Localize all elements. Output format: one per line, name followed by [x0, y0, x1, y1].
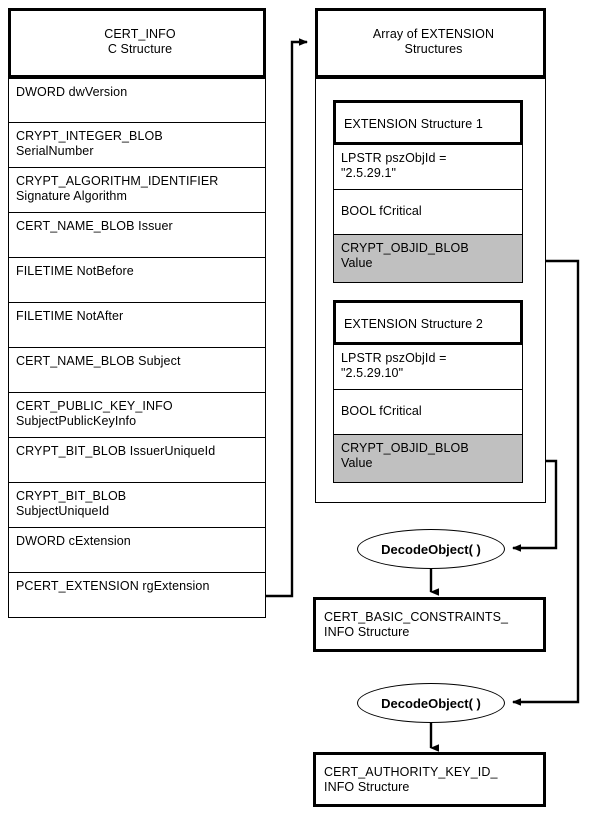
- field-line1: CRYPT_BIT_BLOB: [16, 489, 127, 503]
- field-line1: FILETIME NotAfter: [16, 309, 124, 323]
- value-line1: CRYPT_OBJID_BLOB: [341, 441, 469, 455]
- field-line1: CERT_PUBLIC_KEY_INFO: [16, 399, 173, 413]
- field-text: FILETIME NotBefore: [9, 258, 267, 279]
- array-title-line1: Array of EXTENSION: [372, 27, 495, 41]
- cert-info-field-row[interactable]: CRYPT_INTEGER_BLOB SerialNumber: [8, 123, 266, 168]
- field-line2: Signature Algorithm: [16, 189, 127, 203]
- decode-object-label: DecodeObject( ): [381, 695, 481, 711]
- extension-2-fcritical-row[interactable]: BOOL fCritical: [333, 390, 523, 435]
- field-line2: SubjectUniqueId: [16, 504, 110, 518]
- array-title-line2: Structures: [404, 42, 463, 56]
- cert-info-field-row[interactable]: FILETIME NotAfter: [8, 303, 266, 348]
- field-line2: SerialNumber: [16, 144, 94, 158]
- field-text: CERT_PUBLIC_KEY_INFO SubjectPublicKeyInf…: [9, 393, 267, 429]
- extension-2-pszobjid-text: LPSTR pszObjId = "2.5.29.10": [334, 345, 524, 381]
- cert-info-field-row[interactable]: DWORD dwVersion: [8, 78, 266, 123]
- extension-1-pszobjid-row[interactable]: LPSTR pszObjId = "2.5.29.1": [333, 145, 523, 190]
- field-line1: CRYPT_ALGORITHM_IDENTIFIER: [16, 174, 219, 188]
- field-line1: FILETIME NotBefore: [16, 264, 134, 278]
- field-text: CRYPT_BIT_BLOB IssuerUniqueId: [9, 438, 267, 459]
- field-text: CERT_NAME_BLOB Issuer: [9, 213, 267, 234]
- cert-info-field-row[interactable]: DWORD cExtension: [8, 528, 266, 573]
- decode-object-oval-2[interactable]: DecodeObject( ): [357, 683, 505, 723]
- extension-structure-2-title: EXTENSION Structure 2: [333, 300, 523, 345]
- pszobjid-line2: "2.5.29.10": [341, 366, 404, 380]
- cert-info-header: CERT_INFO C Structure: [8, 8, 266, 78]
- field-line1: DWORD cExtension: [16, 534, 131, 548]
- field-text: CRYPT_BIT_BLOB SubjectUniqueId: [9, 483, 267, 519]
- output-line2: INFO Structure: [324, 625, 410, 639]
- cert-basic-constraints-info-structure: CERT_BASIC_CONSTRAINTS_ INFO Structure: [313, 597, 546, 652]
- cert-info-title-line1: CERT_INFO: [104, 27, 176, 41]
- cert-info-field-row-rgextension[interactable]: PCERT_EXTENSION rgExtension: [8, 573, 266, 618]
- cert-info-field-row[interactable]: CERT_NAME_BLOB Issuer: [8, 213, 266, 258]
- extension-1-fcritical-text: BOOL fCritical: [341, 204, 422, 218]
- authority-key-id-text: CERT_AUTHORITY_KEY_ID_ INFO Structure: [316, 765, 549, 795]
- output-line2: INFO Structure: [324, 780, 410, 794]
- cert-info-field-row[interactable]: CERT_NAME_BLOB Subject: [8, 348, 266, 393]
- pszobjid-line2: "2.5.29.1": [341, 166, 397, 180]
- cert-info-field-row[interactable]: CERT_PUBLIC_KEY_INFO SubjectPublicKeyInf…: [8, 393, 266, 438]
- value-line2: Value: [341, 256, 373, 270]
- extension-2-value-row[interactable]: CRYPT_OBJID_BLOB Value: [333, 435, 523, 483]
- array-of-extensions-header: Array of EXTENSION Structures: [315, 8, 546, 78]
- extension-1-pszobjid-text: LPSTR pszObjId = "2.5.29.1": [334, 145, 524, 181]
- field-text: CRYPT_ALGORITHM_IDENTIFIER Signature Alg…: [9, 168, 267, 204]
- field-text: FILETIME NotAfter: [9, 303, 267, 324]
- pszobjid-line1: LPSTR pszObjId =: [341, 151, 447, 165]
- pszobjid-line1: LPSTR pszObjId =: [341, 351, 447, 365]
- output-line1: CERT_AUTHORITY_KEY_ID_: [324, 765, 498, 779]
- connector-rgextension-to-array: [266, 38, 308, 598]
- cert-info-field-row[interactable]: CRYPT_BIT_BLOB IssuerUniqueId: [8, 438, 266, 483]
- field-line1: CERT_NAME_BLOB Issuer: [16, 219, 173, 233]
- extension-1-title-text: EXTENSION Structure 1: [344, 117, 483, 131]
- extension-2-fcritical-text: BOOL fCritical: [341, 404, 422, 418]
- cert-authority-key-id-info-structure: CERT_AUTHORITY_KEY_ID_ INFO Structure: [313, 752, 546, 807]
- field-line2: SubjectPublicKeyInfo: [16, 414, 137, 428]
- decode-object-label: DecodeObject( ): [381, 541, 481, 557]
- extension-structure-1-title: EXTENSION Structure 1: [333, 100, 523, 145]
- field-line1: CERT_NAME_BLOB Subject: [16, 354, 181, 368]
- field-line1: DWORD dwVersion: [16, 85, 128, 99]
- extension-1-value-row[interactable]: CRYPT_OBJID_BLOB Value: [333, 235, 523, 283]
- extension-2-value-text: CRYPT_OBJID_BLOB Value: [334, 435, 524, 471]
- field-text: PCERT_EXTENSION rgExtension: [9, 573, 267, 594]
- cert-info-title-line2: C Structure: [107, 42, 173, 56]
- field-text: CERT_NAME_BLOB Subject: [9, 348, 267, 369]
- field-line1: PCERT_EXTENSION rgExtension: [16, 579, 210, 593]
- cert-info-field-row[interactable]: CRYPT_ALGORITHM_IDENTIFIER Signature Alg…: [8, 168, 266, 213]
- field-text: CRYPT_INTEGER_BLOB SerialNumber: [9, 123, 267, 159]
- basic-constraints-text: CERT_BASIC_CONSTRAINTS_ INFO Structure: [316, 610, 549, 640]
- cert-info-field-row[interactable]: FILETIME NotBefore: [8, 258, 266, 303]
- field-text: DWORD dwVersion: [9, 79, 267, 100]
- field-text: DWORD cExtension: [9, 528, 267, 549]
- array-header-text: Array of EXTENSION Structures: [318, 27, 549, 57]
- value-line2: Value: [341, 456, 373, 470]
- extension-2-title-text: EXTENSION Structure 2: [344, 317, 483, 331]
- extension-1-value-text: CRYPT_OBJID_BLOB Value: [334, 235, 524, 271]
- cert-info-field-row[interactable]: CRYPT_BIT_BLOB SubjectUniqueId: [8, 483, 266, 528]
- output-line1: CERT_BASIC_CONSTRAINTS_: [324, 610, 509, 624]
- field-line1: CRYPT_BIT_BLOB IssuerUniqueId: [16, 444, 216, 458]
- extension-1-fcritical-row[interactable]: BOOL fCritical: [333, 190, 523, 235]
- field-line1: CRYPT_INTEGER_BLOB: [16, 129, 163, 143]
- cert-info-header-text: CERT_INFO C Structure: [11, 27, 269, 57]
- extension-2-pszobjid-row[interactable]: LPSTR pszObjId = "2.5.29.10": [333, 345, 523, 390]
- value-line1: CRYPT_OBJID_BLOB: [341, 241, 469, 255]
- decode-object-oval-1[interactable]: DecodeObject( ): [357, 529, 505, 569]
